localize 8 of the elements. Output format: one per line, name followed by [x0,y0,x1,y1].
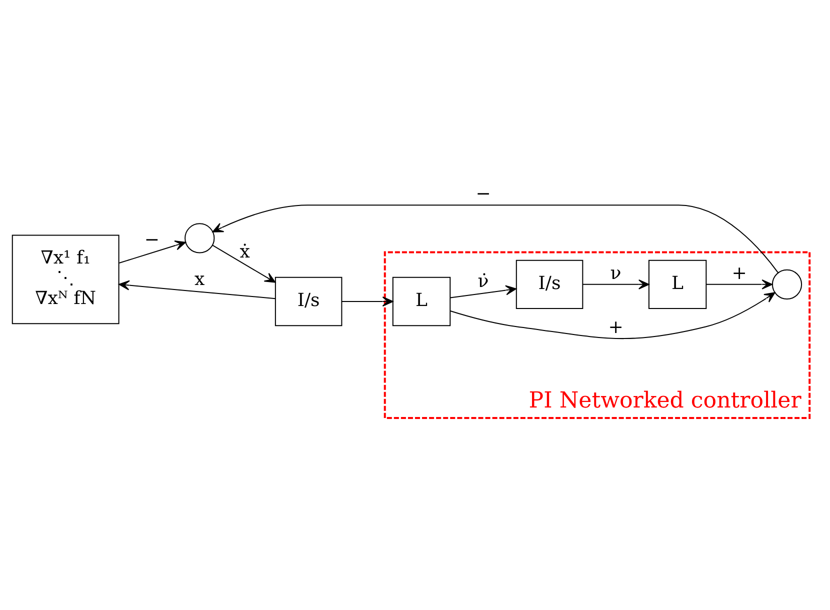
edge-label: − [144,229,160,250]
edge-label: + [732,262,747,284]
edge-label: x [194,268,205,290]
edge-label: − [476,182,491,204]
edge-label: ν̇ [478,270,489,292]
edge-label: ν [610,262,622,284]
edge-label: ẋ [240,241,250,262]
edge-label: + [608,316,624,338]
